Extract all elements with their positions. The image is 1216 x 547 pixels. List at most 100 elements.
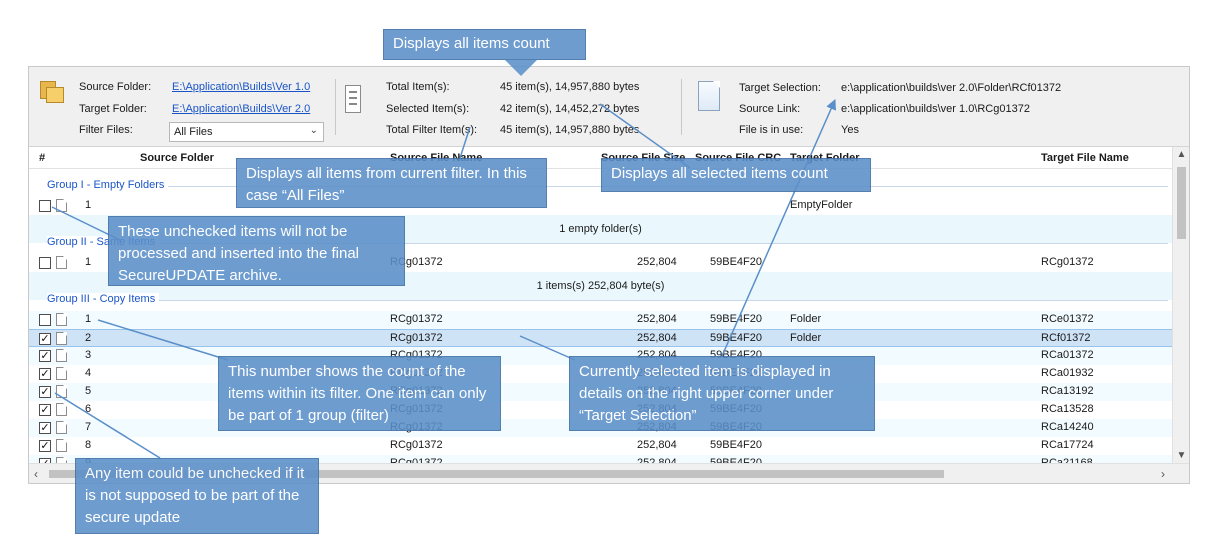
total-items-value: 45 item(s), 14,957,880 bytes — [500, 81, 640, 93]
cell-source-file-crc: 59BE4F20 — [710, 439, 762, 451]
file-in-use-label: File is in use: — [739, 124, 804, 136]
chevron-down-icon: ⌄ — [309, 125, 318, 136]
row-number: 5 — [85, 385, 92, 397]
info-panel: Source Folder: E:\Application\Builds\Ver… — [29, 67, 1189, 147]
row-checkbox[interactable]: ✓ — [39, 458, 51, 463]
callout-current-selected: Currently selected item is displayed in … — [569, 356, 875, 431]
document-icon — [698, 81, 720, 111]
source-link-label: Source Link: — [739, 103, 801, 115]
row-number: 2 — [85, 332, 92, 344]
callout-group-count: This number shows the count of the items… — [218, 356, 501, 431]
filter-files-select[interactable]: All Files ⌄ — [169, 122, 324, 142]
row-number: 1 — [85, 313, 92, 325]
total-filter-value: 45 item(s), 14,957,880 bytes — [500, 124, 640, 136]
callout-selected-count: Displays all selected items count — [601, 158, 871, 192]
cell-target-file-name: RCa13192 — [1041, 385, 1094, 397]
cell-source-file-name: RCg01372 — [390, 457, 443, 463]
target-folder-label: Target Folder: — [79, 103, 147, 115]
cell-target-file-name: RCa21168 — [1041, 457, 1093, 463]
source-link-value: e:\application\builds\ver 1.0\RCg01372 — [841, 103, 1030, 115]
column-source-folder[interactable]: Source Folder — [140, 152, 214, 164]
cell-target-folder: Folder — [790, 332, 822, 344]
cell-source-file-name: RCg01372 — [390, 332, 443, 344]
folder-icon — [40, 81, 66, 105]
row-checkbox[interactable]: ✓ — [39, 422, 51, 434]
cell-source-file-name: RCg01372 — [390, 439, 443, 451]
target-folder-link[interactable]: E:\Application\Builds\Ver 2.0 — [172, 103, 311, 115]
list-icon — [345, 85, 361, 113]
row-checkbox[interactable]: ✓ — [39, 333, 51, 345]
row-checkbox[interactable] — [39, 257, 51, 269]
row-checkbox[interactable] — [39, 200, 51, 212]
row-number: 8 — [85, 439, 92, 451]
file-icon — [56, 439, 67, 452]
cell-source-file-size: 252,804 — [637, 256, 677, 268]
source-folder-link[interactable]: E:\Application\Builds\Ver 1.0 — [172, 81, 311, 93]
scroll-right-icon[interactable]: › — [1161, 467, 1165, 481]
row-checkbox[interactable]: ✓ — [39, 440, 51, 452]
cell-source-file-crc: 59BE4F20 — [710, 457, 762, 463]
row-checkbox[interactable] — [39, 314, 51, 326]
filter-files-value: All Files — [174, 126, 213, 138]
total-items-label: Total Item(s): — [386, 81, 450, 93]
cell-source-file-size: 252,804 — [637, 313, 677, 325]
row-number: 1 — [85, 199, 92, 211]
cell-target-folder: Folder — [790, 313, 822, 325]
selected-items-label: Selected Item(s): — [386, 103, 470, 115]
callout-unchecked-items: These unchecked items will not be proces… — [108, 216, 405, 286]
scroll-thumb[interactable] — [49, 470, 944, 478]
callout-any-item: Any item could be unchecked if it is not… — [75, 458, 319, 534]
cell-target-folder: EmptyFolder — [790, 199, 853, 211]
cell-source-file-crc: 59BE4F20 — [710, 332, 762, 344]
file-icon — [56, 349, 67, 362]
row-number: 4 — [85, 367, 92, 379]
scroll-down-icon[interactable]: ▼ — [1176, 450, 1187, 461]
row-checkbox[interactable]: ✓ — [39, 386, 51, 398]
total-filter-label: Total Filter Item(s): — [386, 124, 478, 136]
divider — [335, 79, 336, 135]
file-in-use-value: Yes — [841, 124, 859, 136]
scroll-left-icon[interactable]: ‹ — [34, 467, 38, 481]
cell-source-file-crc: 59BE4F20 — [710, 256, 762, 268]
target-selection-label: Target Selection: — [739, 82, 821, 94]
filter-files-label: Filter Files: — [79, 124, 133, 136]
cell-source-file-size: 252,804 — [637, 332, 677, 344]
row-number: 7 — [85, 421, 92, 433]
column-number[interactable]: # — [39, 152, 46, 164]
cell-target-file-name: RCa17724 — [1041, 439, 1094, 451]
cell-source-file-name: RCg01372 — [390, 313, 443, 325]
file-icon — [56, 332, 67, 345]
row-checkbox[interactable]: ✓ — [39, 404, 51, 416]
cell-target-file-name: RCf01372 — [1041, 332, 1091, 344]
cell-target-file-name: RCg01372 — [1041, 256, 1094, 268]
row-checkbox[interactable]: ✓ — [39, 368, 51, 380]
file-icon — [56, 313, 67, 326]
cell-target-file-name: RCa01372 — [1041, 349, 1094, 361]
column-target-file-name[interactable]: Target File Name — [1041, 152, 1129, 164]
selected-items-value: 42 item(s), 14,452,272 bytes — [500, 103, 640, 115]
cell-target-file-name: RCe01372 — [1041, 313, 1094, 325]
table-row[interactable]: 1 EmptyFolder — [29, 197, 1172, 215]
divider — [681, 79, 682, 135]
file-icon — [56, 403, 67, 416]
group-header: Group III - Copy Items — [29, 291, 1172, 309]
scroll-up-icon[interactable]: ▲ — [1176, 149, 1187, 160]
callout-items-count: Displays all items count — [383, 29, 586, 60]
target-selection-value: e:\application\builds\ver 2.0\Folder\RCf… — [841, 82, 1062, 94]
row-checkbox[interactable]: ✓ — [39, 350, 51, 362]
file-icon — [56, 256, 67, 269]
callout-filter-items: Displays all items from current filter. … — [236, 158, 547, 208]
row-number: 3 — [85, 349, 92, 361]
scroll-thumb[interactable] — [1177, 167, 1186, 239]
horizontal-scrollbar[interactable]: ‹ › — [29, 463, 1189, 483]
file-icon — [56, 367, 67, 380]
cell-target-file-name: RCa01932 — [1041, 367, 1094, 379]
table-row[interactable]: ✓ 2 RCg01372 252,804 59BE4F20 Folder RCf01372 — [29, 329, 1172, 347]
row-number: 1 — [85, 256, 92, 268]
file-icon — [56, 199, 67, 212]
cell-target-file-name: RCa14240 — [1041, 421, 1094, 433]
vertical-scrollbar[interactable]: ▲ ▼ — [1172, 147, 1189, 463]
